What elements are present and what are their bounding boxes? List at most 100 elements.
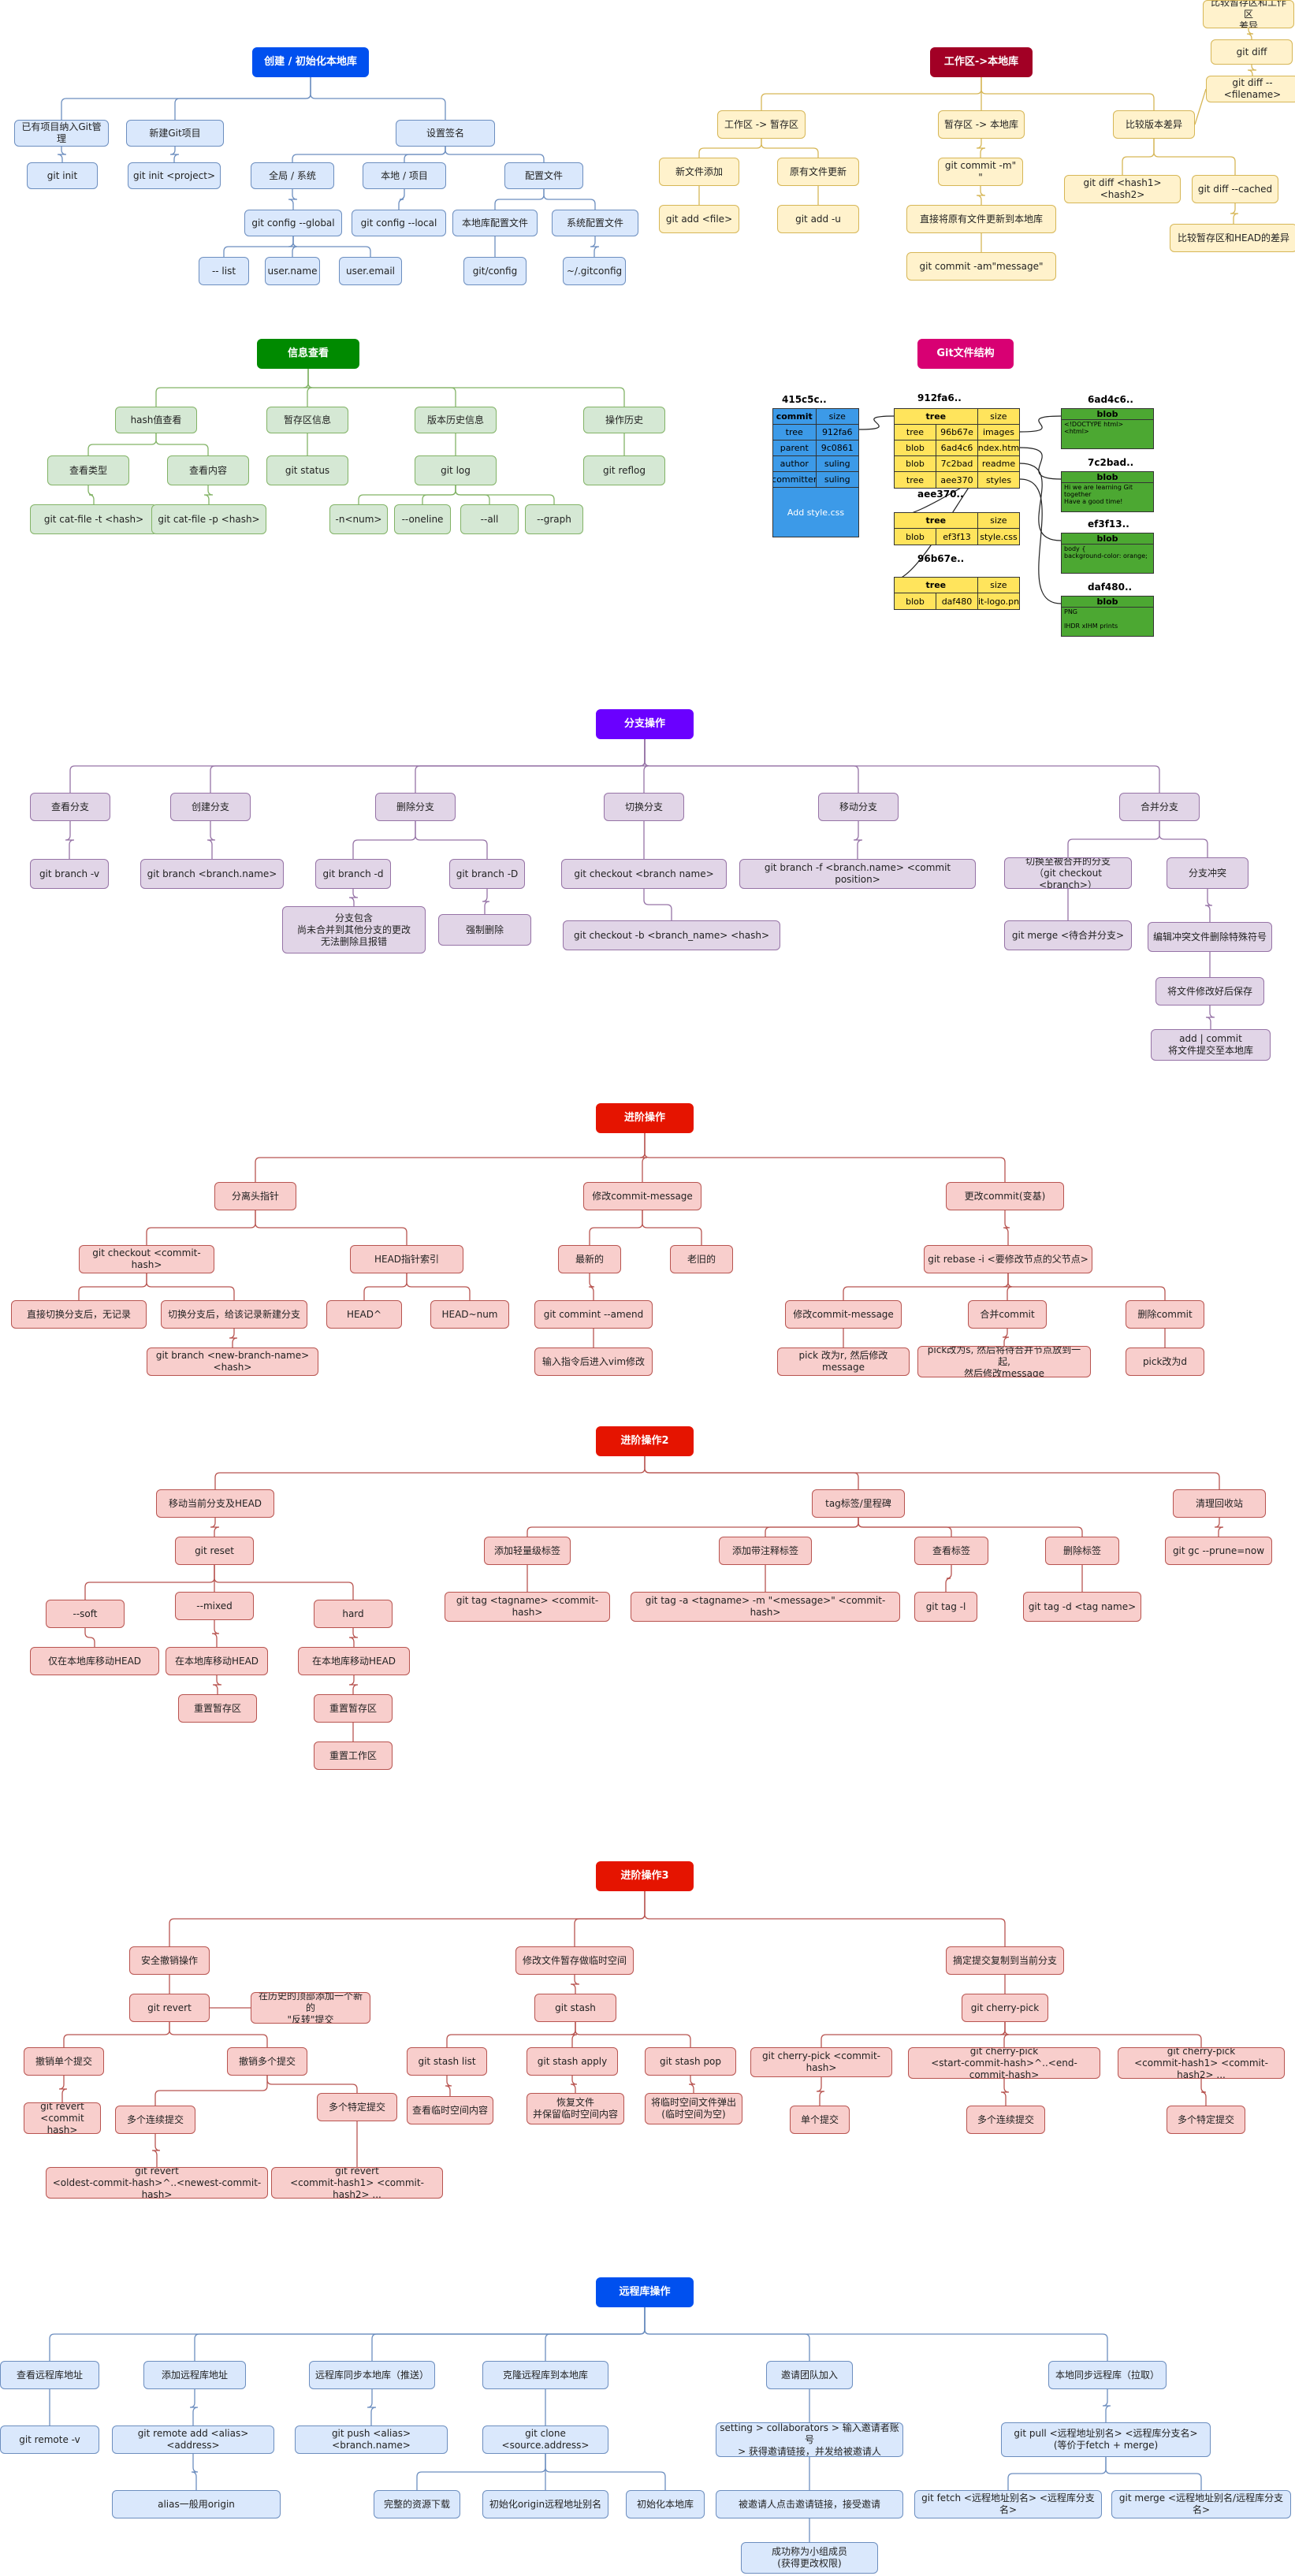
table-cell: tree — [895, 472, 936, 488]
connector — [371, 2307, 646, 2361]
connector — [61, 77, 311, 120]
connector — [303, 369, 313, 407]
info-node: 暂存区信息 — [266, 407, 348, 433]
adv1-node: 修改commit-message — [583, 1182, 701, 1210]
connector — [976, 186, 986, 205]
connector — [416, 2454, 546, 2490]
connector — [255, 1210, 407, 1245]
adv2-node: 重置暂存区 — [178, 1694, 257, 1723]
branch-section-title: 分支操作 — [596, 709, 694, 739]
adv3-node: 多个特定提交 — [317, 2093, 397, 2121]
adv2-node: 删除标签 — [1045, 1537, 1119, 1565]
blob-label: blob — [1062, 472, 1153, 483]
connector — [1067, 821, 1160, 857]
table-header-cell: commit — [773, 409, 817, 424]
branch-node: add | commit 将文件提交至本地库 — [1151, 1029, 1271, 1061]
connector — [816, 2077, 825, 2106]
table-cell: 912fa6 — [821, 427, 853, 437]
table-cell: style.css — [980, 531, 1018, 542]
adv3-node: 修改文件暂存做临时空间 — [515, 1946, 634, 1975]
git-object-table: treesizeblobdaf480git-logo.png — [894, 577, 1020, 610]
connector — [761, 139, 819, 158]
init-node: 本地 / 项目 — [363, 162, 446, 189]
connector — [189, 2389, 199, 2425]
info-node: git status — [266, 455, 348, 485]
adv2-node: 重置暂存区 — [314, 1694, 393, 1723]
adv1-node: 合并commit — [968, 1300, 1047, 1329]
connector — [194, 2307, 646, 2361]
connector — [644, 1456, 1220, 1489]
remote-node: git clone <source.address> — [482, 2425, 608, 2454]
adv3-node: 单个提交 — [790, 2106, 850, 2134]
table-cell: author — [773, 456, 817, 471]
adv1-node: 输入指令后进入vim修改 — [534, 1347, 653, 1376]
adv3-node: 查看临时空间内容 — [407, 2096, 493, 2124]
adv2-node: hard — [314, 1600, 393, 1628]
connector — [570, 1975, 580, 1994]
init-node: ~/.gitconfig — [563, 257, 626, 285]
blob-content: PNG IHDR xIHM prints — [1064, 608, 1118, 630]
connector — [210, 1518, 220, 1537]
connector — [945, 1565, 952, 1592]
adv2-node: --mixed — [175, 1592, 254, 1620]
info-node: 查看内容 — [167, 455, 249, 485]
connector — [1003, 1210, 1010, 1245]
work-node: git diff -- <filename> — [1206, 76, 1295, 102]
remote-node: alias一般用origin — [112, 2490, 281, 2518]
remote-node: 本地同步远程库（拉取） — [1048, 2361, 1167, 2389]
connector — [146, 1210, 256, 1245]
table-header-cell: size — [990, 580, 1007, 590]
adv1-node: git checkout <commit-hash> — [79, 1245, 214, 1273]
adv1-node: git branch <new-branch-name> <hash> — [147, 1347, 318, 1376]
init-node: git init — [27, 162, 98, 189]
work-node: git commit -m" " — [938, 158, 1023, 186]
adv2-node: git tag -d <tag name> — [1023, 1592, 1141, 1622]
blob-label: blob — [1062, 597, 1153, 608]
remote-section-title: 远程库操作 — [596, 2277, 694, 2307]
branch-node: 删除分支 — [375, 793, 456, 821]
adv3-node: git revert <commit-hash1> <commit-hash2>… — [271, 2167, 443, 2199]
remote-node: git merge <远程地址别名/远程库分支名> — [1111, 2490, 1291, 2518]
connector — [1003, 1273, 1013, 1300]
connector — [174, 77, 311, 120]
connector — [307, 369, 625, 407]
connector — [590, 236, 600, 257]
adv2-node: 添加带注释标签 — [719, 1537, 812, 1565]
connector — [69, 739, 646, 793]
reference-arrow — [1019, 447, 1062, 480]
connector — [570, 2022, 578, 2047]
commit-message: Add style.css — [787, 507, 845, 518]
remote-node: git remote add <alias> <address> — [112, 2425, 274, 2454]
adv2-node: 重置工作区 — [314, 1741, 393, 1770]
connector — [1007, 1273, 1166, 1300]
connector — [191, 2454, 199, 2490]
adv1-node: git rebase -i <要修改节点的父节点> — [924, 1245, 1092, 1273]
remote-node: git remote -v — [0, 2425, 99, 2454]
adv2-node: 仅在本地库移动HEAD — [30, 1647, 159, 1675]
table-cell: aee370 — [936, 472, 978, 488]
connector — [212, 1675, 222, 1694]
adv1-node: 修改commit-message — [785, 1300, 902, 1329]
connector — [1246, 28, 1254, 39]
adv3-node: git stash list — [407, 2047, 487, 2076]
object-hash-label: ef3f13.. — [1088, 519, 1129, 530]
adv3-node: 多个特定提交 — [1167, 2106, 1245, 2134]
connector — [292, 147, 446, 162]
remote-node: setting > collaborators > 输入邀请者账号 > 获得邀请… — [716, 2422, 903, 2457]
connector — [482, 889, 490, 914]
work-node: 新文件添加 — [659, 158, 739, 186]
connector — [398, 189, 405, 210]
connector — [367, 2389, 377, 2425]
branch-node: git branch <branch.name> — [140, 859, 284, 889]
work-node: 比较暂存区和HEAD的差异 — [1170, 224, 1295, 252]
adv3-node: 安全撤销操作 — [129, 1946, 210, 1975]
connector — [1102, 2389, 1111, 2422]
connector — [981, 77, 1155, 110]
info-node: 操作历史 — [583, 407, 665, 433]
adv1-node: pick改为d — [1126, 1347, 1204, 1376]
connector — [644, 2307, 1108, 2361]
remote-node: 邀请团队加入 — [766, 2361, 853, 2389]
reference-arrow — [1019, 415, 1062, 433]
remote-node: 添加远程库地址 — [143, 2361, 246, 2389]
